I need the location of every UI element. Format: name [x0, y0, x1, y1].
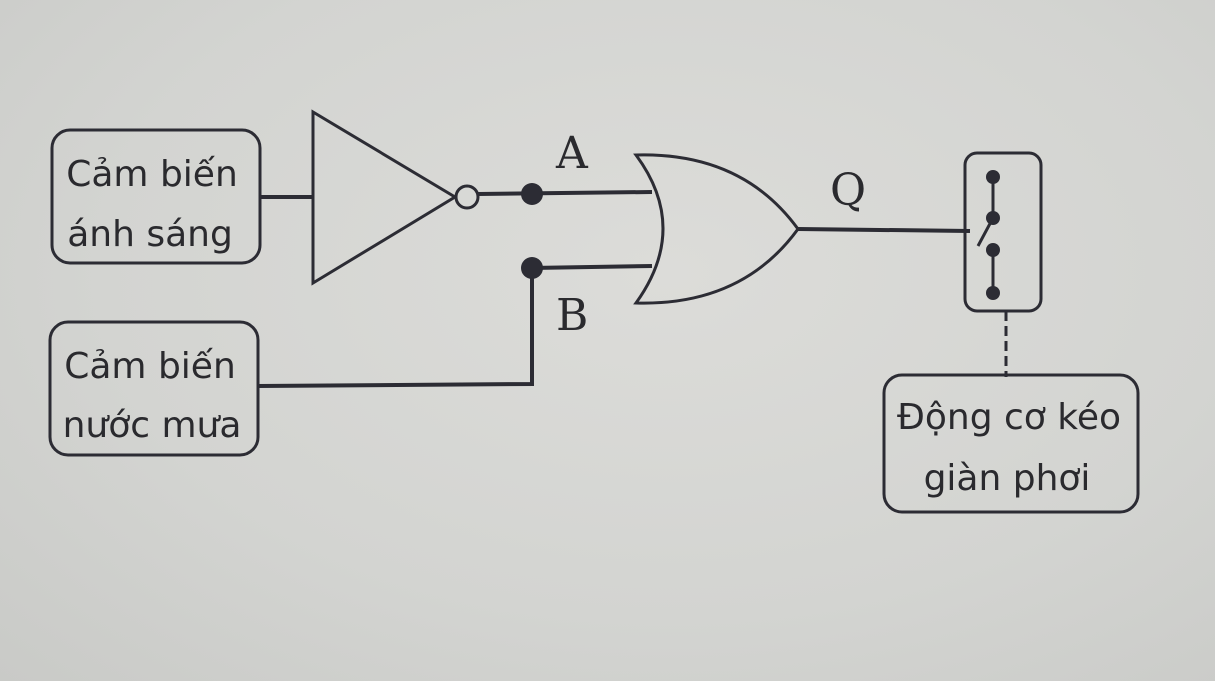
- node-a-dot: [521, 183, 543, 205]
- relay-dot-3: [986, 243, 1000, 257]
- light-sensor-label-line2: ánh sáng: [67, 214, 233, 255]
- relay-switch: [963, 151, 1043, 313]
- motor-block: Động cơ kéo giàn phơi: [882, 373, 1140, 514]
- rain-sensor-label-line1: Cảm biến: [64, 346, 236, 387]
- rain-sensor-box: [48, 320, 260, 457]
- not-gate-triangle: [311, 109, 458, 286]
- light-sensor-block: Cảm biến ánh sáng: [50, 128, 262, 265]
- not-gate: [311, 109, 480, 286]
- light-sensor-label-line1: Cảm biến: [66, 154, 238, 195]
- rain-sensor-label-line2: nước mưa: [63, 405, 242, 446]
- label-b: B: [556, 290, 588, 341]
- wire-a: [477, 190, 653, 196]
- motor-label-line1: Động cơ kéo: [897, 397, 1121, 438]
- label-a: A: [555, 128, 589, 179]
- wire-b: [257, 264, 653, 388]
- relay-box: [963, 151, 1043, 313]
- label-q: Q: [830, 165, 866, 216]
- motor-label-line2: giàn phơi: [924, 458, 1091, 499]
- motor-box: [882, 373, 1140, 514]
- relay-dot-1: [986, 170, 1000, 184]
- relay-dot-4: [986, 286, 1000, 300]
- or-gate: [633, 153, 800, 305]
- wire-q: [797, 227, 971, 233]
- not-gate-bubble: [454, 184, 480, 210]
- relay-dot-2: [986, 211, 1000, 225]
- node-b-dot: [521, 257, 543, 279]
- rain-sensor-block: Cảm biến nước mưa: [48, 320, 260, 457]
